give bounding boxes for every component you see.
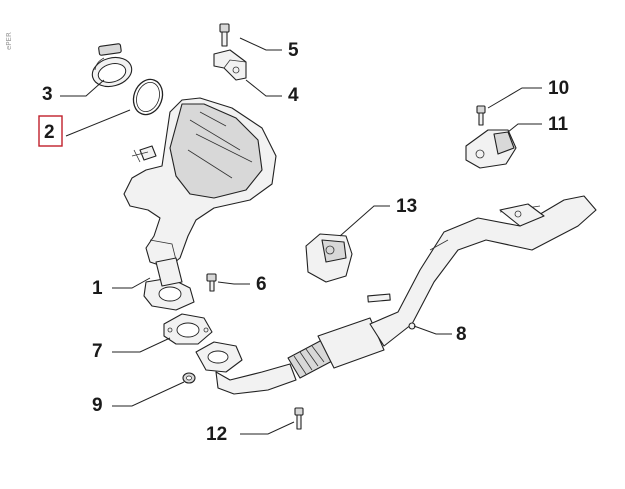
callout-10: 10 <box>548 78 569 99</box>
watermark: ePER <box>5 32 13 50</box>
callout-5: 5 <box>288 40 299 61</box>
exhaust-mount-part[interactable] <box>465 129 517 169</box>
bolt-part-12[interactable] <box>294 407 304 430</box>
leader-lines <box>60 37 542 435</box>
callout-9: 9 <box>92 395 103 416</box>
catalytic-converter-part[interactable] <box>123 97 277 311</box>
exhaust-pipe-part[interactable] <box>195 195 597 395</box>
callout-13: 13 <box>396 196 417 217</box>
bolt-part-10[interactable] <box>476 105 486 126</box>
callout-4: 4 <box>288 85 299 106</box>
callout-3: 3 <box>42 84 53 105</box>
callout-1: 1 <box>92 278 103 299</box>
callout-6: 6 <box>256 274 267 295</box>
bolt-part-6[interactable] <box>206 273 217 292</box>
bracket-part[interactable] <box>213 49 247 81</box>
flange-gasket-part[interactable] <box>163 313 213 345</box>
callout-12: 12 <box>206 424 227 445</box>
nut-part[interactable] <box>182 372 196 384</box>
gasket-ring-part[interactable] <box>129 75 168 118</box>
rubber-hanger-part[interactable] <box>305 233 353 283</box>
bolt-part-5[interactable] <box>219 23 230 47</box>
callout-2-highlight-box <box>38 115 63 147</box>
callout-11: 11 <box>548 114 569 135</box>
hose-clamp-part[interactable] <box>89 43 135 91</box>
callout-7: 7 <box>92 341 103 362</box>
callout-2: 2 <box>44 122 55 143</box>
callout-8: 8 <box>456 324 467 345</box>
